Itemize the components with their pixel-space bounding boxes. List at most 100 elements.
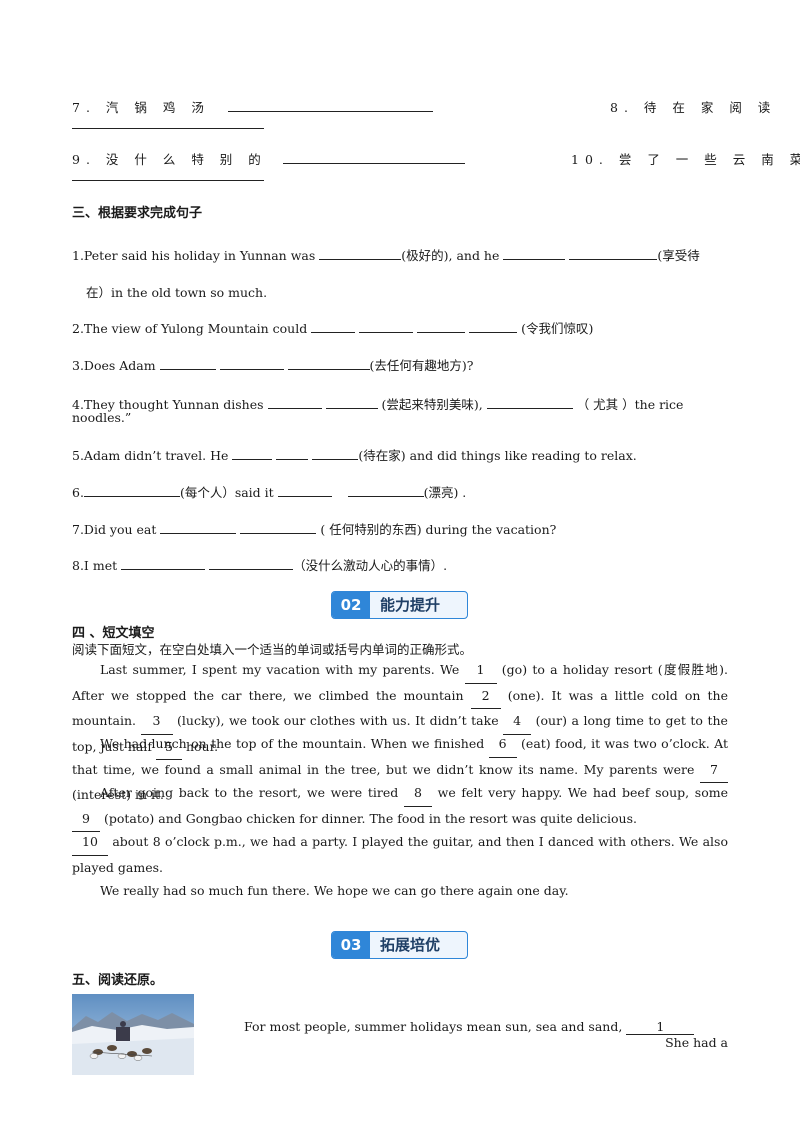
vocab-item-9-label: 9. 没 什 么 特 别 的 [72,152,267,167]
answer-blank[interactable] [227,98,433,112]
question-8: 8.I met （没什么激动人心的事情）. [72,555,447,574]
answer-blank[interactable] [232,446,273,460]
passage-text: Last summer, I spent my vacation with my… [100,662,460,677]
answer-blank[interactable] [72,115,264,129]
reading-text-part: For most people, summer holidays mean su… [244,1019,623,1034]
q7-text: 7.Did you eat [72,522,157,537]
answer-blank[interactable] [159,356,216,370]
passage-blank-4[interactable]: 4 [503,709,532,735]
vocab-item-10: 10. 尝 了 一 些 云 南 菜 [571,152,800,167]
answer-blank[interactable] [503,246,566,260]
q7-hint: ( 任何特别的东西) during the vacation? [320,522,557,537]
passage-blank-7[interactable]: 7 [700,758,728,783]
badge-number: 03 [332,932,370,958]
answer-blank[interactable] [311,319,356,333]
reading-text-part: She had a [665,1035,728,1050]
q3-hint: (去任何有趣地方)? [369,358,474,373]
q8-text: 8.I met [72,558,118,573]
passage-blank-3[interactable]: 3 [140,709,173,735]
answer-blank[interactable] [282,150,465,164]
q4-text: 4.They thought Yunnan dishes [72,397,264,412]
q4-hint-2: （ 尤其 ）the rice [576,397,684,412]
q6-hint: (每个人）said it [179,485,274,500]
passage-blank-2[interactable]: 2 [470,684,501,709]
passage-paragraph-2: We had lunch on the top of the mountain.… [72,732,728,808]
answer-blank[interactable] [240,520,317,534]
answer-blank[interactable] [417,319,466,333]
question-2: 2.The view of Yulong Mountain could (令我们… [72,318,593,337]
section-4-instruction: 阅读下面短文，在空白处填入一个适当的单词或括号内单词的正确形式。 [72,642,473,657]
q1-text: 1.Peter said his holiday in Yunnan was [72,248,316,263]
answer-blank[interactable] [569,246,658,260]
passage-text: (go) to a holiday resort (度假胜地). After w… [72,662,728,703]
passage-blank-9[interactable]: 9 [72,807,100,832]
question-5: 5.Adam didn’t travel. He (待在家) and did t… [72,445,637,464]
passage-text: we felt very happy. We had beef soup, so… [437,785,728,800]
q4-hint: (尝起来特别美味), [381,397,483,412]
vocab-item-9: 9. 没 什 么 特 别 的 [72,149,465,168]
section-badge-03: 03 拓展培优 [331,931,468,959]
question-3: 3.Does Adam (去任何有趣地方)? [72,355,474,374]
answer-blank[interactable] [121,556,206,570]
section-4-title: 四 、短文填空 [72,626,155,641]
badge-label: 能力提升 [380,596,441,614]
dog-sled-snow-photo [72,994,194,1075]
q6-text: 6. [72,485,84,500]
passage-text: (interest) in it. [72,787,165,802]
passage-paragraph-5: We really had so much fun there. We hope… [72,879,728,904]
q4-continued: noodles.” [72,410,132,425]
passage-text: (potato) and Gongbao chicken for dinner.… [103,810,637,826]
section-3-title: 三、根据要求完成句子 [72,206,203,221]
passage-text: (eat) food, it was two o’clock. At that … [72,736,728,777]
answer-blank[interactable] [486,395,573,409]
question-6: 6. (每个人）said it (漂亮) . [72,482,466,501]
section-badge-02: 02 能力提升 [331,591,468,619]
passage-blank-6[interactable]: 6 [488,732,517,758]
q8-hint: （没什么激动人心的事情）. [293,558,448,573]
vocab-item-7: 7. 汽 锅 鸡 汤 [72,97,433,116]
answer-blank[interactable] [209,556,294,570]
answer-blank[interactable] [160,520,237,534]
passage-blank-8[interactable]: 8 [403,781,432,807]
answer-blank[interactable] [469,319,518,333]
vocab-item-7-label: 7. 汽 锅 鸡 汤 [72,100,210,115]
q6-hint-2: (漂亮) . [423,485,467,500]
answer-blank[interactable] [72,167,264,181]
passage-blank-1[interactable]: 1 [464,658,497,684]
answer-blank[interactable] [347,483,424,497]
answer-blank[interactable] [325,395,378,409]
answer-blank[interactable] [359,319,414,333]
question-1: 1.Peter said his holiday in Yunnan was (… [72,245,700,264]
passage-text: We had lunch on the top of the mountain.… [100,736,485,751]
section-5-title: 五、阅读还原。 [72,973,164,988]
q5-hint: (待在家) and did things like reading to rel… [358,448,637,463]
passage-text: (one). It was a little cold on the mount… [72,687,729,729]
passage-blank-10[interactable]: 10 [72,830,108,856]
passage-text: (lucky), we took our clothes with us. It… [177,713,499,728]
passage-text: about 8 o’clock p.m., we had a party. I … [72,834,728,875]
q1-hint: (极好的), and he [401,248,500,263]
passage-text: We really had so much fun there. We hope… [100,883,569,898]
q3-text: 3.Does Adam [72,358,156,373]
q1-hint-2: (享受待 [657,248,700,263]
answer-blank[interactable] [287,356,370,370]
passage-text: hour. [185,738,219,754]
answer-blank[interactable] [277,483,332,497]
passage-paragraph-1: Last summer, I spent my vacation with my… [72,658,728,760]
reading-blank-1[interactable]: 1 [626,1019,695,1035]
answer-blank[interactable] [276,446,309,460]
question-4: 4.They thought Yunnan dishes (尝起来特别美味), … [72,394,728,413]
passage-text: After going back to the resort, we were … [100,785,399,800]
passage-blank-5[interactable]: 5 [155,735,182,760]
passage-paragraph-4: 10 about 8 o’clock p.m., we had a party.… [72,830,728,880]
q5-text: 5.Adam didn’t travel. He [72,448,229,463]
answer-blank[interactable] [83,483,180,497]
answer-blank[interactable] [319,246,402,260]
answer-blank[interactable] [219,356,284,370]
badge-label: 拓展培优 [380,936,441,954]
question-7: 7.Did you eat ( 任何特别的东西) during the vaca… [72,519,556,538]
badge-number: 02 [332,592,370,618]
answer-blank[interactable] [267,395,322,409]
q2-text: 2.The view of Yulong Mountain could [72,321,308,336]
answer-blank[interactable] [312,446,359,460]
